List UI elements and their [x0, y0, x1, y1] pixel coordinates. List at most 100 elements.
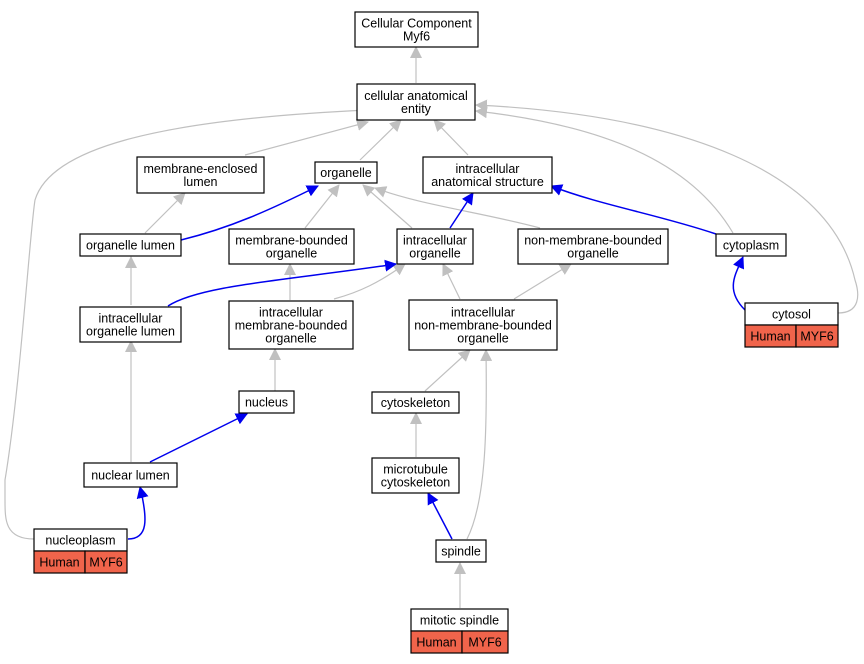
- node-label: non-membrane-bounded: [524, 234, 662, 248]
- node-box: [422, 156, 553, 194]
- node-label: anatomical structure: [431, 175, 544, 189]
- edge-nucp-cae: [4, 104, 369, 540]
- node-label: organelle lumen: [86, 325, 175, 339]
- edge-io-org: [362, 184, 413, 229]
- node-org[interactable]: organelle: [314, 161, 378, 184]
- edge-mel-cae: [244, 119, 369, 156]
- node-inmbo[interactable]: intracellularnon-membrane-boundedorganel…: [408, 299, 558, 351]
- edge-spindle-inmbo: [466, 349, 493, 540]
- node-box: [238, 390, 295, 414]
- node-label: organelle lumen: [86, 239, 175, 253]
- node-label: membrane-bounded: [235, 319, 348, 333]
- node-label: organelle: [320, 166, 371, 180]
- node-label: intracellular: [456, 162, 520, 176]
- edge-iol-io-partof: [167, 259, 397, 307]
- node-label: spindle: [441, 545, 481, 559]
- annotation-cell: [795, 324, 839, 348]
- edge-orgl-mel: [144, 192, 186, 234]
- node-label: intracellular: [259, 306, 323, 320]
- node-label: intracellular: [451, 306, 515, 320]
- node-box: [228, 300, 354, 350]
- node-label: cytoskeleton: [381, 476, 451, 490]
- node-label: organelle: [457, 332, 508, 346]
- node-box: [435, 539, 487, 563]
- node-box: [79, 306, 182, 343]
- node-box: [517, 228, 669, 265]
- node-label: nucleus: [245, 396, 288, 410]
- node-label: Myf6: [403, 30, 430, 44]
- annotation-gene: MYF6: [800, 330, 833, 344]
- node-box: [136, 156, 265, 194]
- node-box: [715, 233, 787, 257]
- node-cytosk[interactable]: cytoskeleton: [371, 391, 460, 414]
- edge-io-ias-partof: [449, 192, 474, 229]
- edge-inmbo-io: [442, 263, 461, 300]
- annotation-species: Human: [750, 330, 790, 344]
- node-label: membrane-enclosed: [144, 162, 258, 176]
- edge-imbo-io: [333, 263, 406, 300]
- node-label: mitotic spindle: [420, 614, 499, 628]
- node-label: organelle: [266, 247, 317, 261]
- node-label: lumen: [183, 175, 217, 189]
- edge-inmbo-nmbo: [513, 263, 572, 300]
- node-label: entity: [401, 102, 432, 116]
- annotation-species: Human: [416, 636, 456, 650]
- node-spindle[interactable]: spindle: [435, 539, 487, 563]
- node-label: intracellular: [403, 234, 467, 248]
- node-box: [396, 228, 474, 265]
- node-label: membrane-bounded: [235, 234, 348, 248]
- edge-orgl-org-partof: [180, 185, 319, 241]
- annotation-cell: [461, 630, 509, 654]
- edge-cyto-ias-partof: [550, 184, 717, 235]
- annotation-cell: [84, 550, 128, 574]
- node-label: organelle: [265, 332, 316, 346]
- edge-nmbo-org: [374, 186, 541, 229]
- edge-spindle-mtc-partof: [427, 492, 453, 540]
- node-label: cytoskeleton: [381, 396, 451, 410]
- node-box: [356, 83, 476, 121]
- annotation-gene: MYF6: [468, 636, 501, 650]
- node-box: [314, 161, 378, 184]
- edge-nucp-nl-partof: [127, 486, 149, 540]
- node-label: cytosol: [772, 308, 811, 322]
- annotation-gene: MYF6: [89, 556, 122, 570]
- edge-org-cae: [359, 119, 402, 161]
- node-box: [83, 462, 178, 488]
- edge-cytosk-inmbo: [424, 349, 471, 392]
- node-box: [408, 299, 558, 351]
- node-orgl[interactable]: organelle lumen: [79, 233, 182, 257]
- node-label: Cellular Component: [361, 17, 472, 31]
- node-box: [228, 228, 355, 265]
- node-label: organelle: [567, 247, 618, 261]
- node-box: [371, 457, 460, 494]
- edge-cyto-cae: [475, 106, 734, 234]
- node-nl[interactable]: nuclear lumen: [83, 462, 178, 488]
- node-label: organelle: [409, 247, 460, 261]
- node-box: [371, 391, 460, 414]
- node-label: non-membrane-bounded: [414, 319, 552, 333]
- node-label: nuclear lumen: [91, 469, 170, 483]
- edge-mbo-org: [304, 184, 340, 229]
- node-box: [354, 11, 479, 48]
- node-label: microtubule: [383, 463, 448, 477]
- edges-layer: [4, 46, 859, 608]
- node-nuc[interactable]: nucleus: [238, 390, 295, 414]
- node-label: cytoplasm: [723, 239, 779, 253]
- node-cyto[interactable]: cytoplasm: [715, 233, 787, 257]
- edge-cytosol-cyto-partof: [732, 256, 746, 311]
